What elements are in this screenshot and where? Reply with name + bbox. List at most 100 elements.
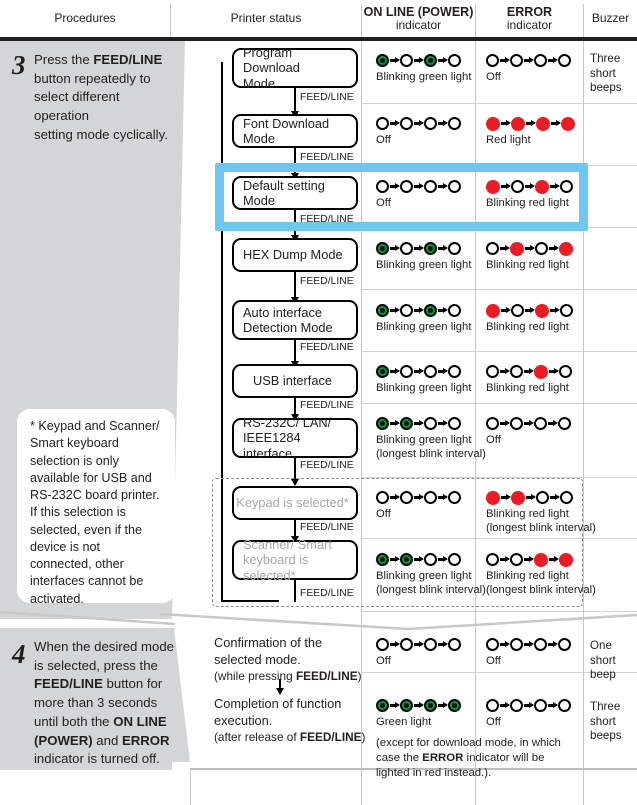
arrow-icon (500, 181, 511, 192)
arrow-icon (437, 554, 448, 565)
led-caption: Blinking green light (longest blink inte… (376, 570, 486, 596)
led-red (535, 179, 549, 194)
led-red (486, 303, 500, 318)
arrow-icon (389, 554, 400, 565)
led-red (510, 241, 524, 256)
led-off (534, 638, 547, 651)
led-green (424, 304, 437, 317)
led-off (448, 417, 461, 430)
online-cell-keypad-is-selected: Off (376, 489, 461, 522)
flow-node-default-setting-mode[interactable]: Default setting Mode (232, 176, 358, 210)
led-caption: Off (486, 71, 501, 83)
flow-arrow-7 (294, 458, 296, 482)
arrow-icon (389, 418, 400, 429)
arrow-icon (389, 243, 400, 254)
row-rule-2 (361, 165, 637, 166)
arrow-icon (389, 366, 400, 377)
led-sequence (376, 415, 486, 432)
bottom-flow-arrowhead (275, 688, 284, 695)
page-fold-divider-left (0, 610, 176, 626)
led-sequence (376, 115, 461, 132)
flow-arrowhead-6 (290, 414, 299, 421)
led-green (376, 699, 389, 712)
arrow-icon (500, 118, 511, 129)
arrow-icon (499, 243, 510, 254)
online-cell-usb-interface: Blinking green light (376, 363, 471, 396)
flow-arrow-label-3: FEED/LINE (300, 214, 354, 225)
arrow-icon (523, 639, 534, 650)
arrow-icon (437, 181, 448, 192)
buzzer-cell-confirmation: One short beep (590, 639, 616, 682)
arrow-icon (413, 181, 424, 192)
led-off (486, 365, 499, 378)
led-sequence (486, 52, 571, 69)
led-off (376, 180, 389, 193)
led-off (511, 304, 524, 317)
header-buzzer: Buzzer (584, 0, 637, 37)
led-caption: Off (376, 197, 391, 209)
header-procedures-label: Procedures (54, 10, 116, 25)
led-off (560, 491, 573, 504)
led-red (534, 552, 548, 567)
led-green (376, 553, 389, 566)
error-cell-hex-dump-mode: Blinking red light (486, 240, 573, 273)
arrow-icon (547, 418, 558, 429)
led-green (376, 242, 389, 255)
arrow-icon (389, 492, 400, 503)
arrow-icon (523, 418, 534, 429)
flow-arrow-label-2: FEED/LINE (300, 152, 354, 163)
header-divider-2 (361, 4, 362, 37)
led-green (400, 417, 413, 430)
led-caption: Blinking green light (376, 71, 472, 83)
led-sequence (486, 551, 596, 568)
flow-node-keypad-is-selected[interactable]: Keypad is selected* (232, 486, 358, 520)
led-sequence (486, 697, 571, 714)
led-off (424, 417, 437, 430)
arrow-icon (413, 492, 424, 503)
arrow-icon (437, 418, 448, 429)
led-caption: Green light (376, 716, 432, 728)
error-cell-scanner-smart-keyboard-is-selected: Blinking red light (longest blink interv… (486, 551, 596, 598)
flow-node-usb-interface[interactable]: USB interface (232, 364, 358, 398)
arrow-icon (524, 243, 535, 254)
led-off (400, 365, 413, 378)
led-red (536, 116, 550, 131)
arrow-icon (524, 305, 535, 316)
led-off (448, 180, 461, 193)
flow-arrowhead-7 (290, 479, 299, 486)
body-divider-left-bottom (190, 770, 191, 805)
led-green (376, 304, 389, 317)
header-procedures: Procedures (0, 0, 170, 37)
led-off (448, 54, 461, 67)
led-off (559, 365, 572, 378)
flow-node-rs232c-lan-ieee1284-interface[interactable]: RS-232C/ LAN/IEEE1284 interface (232, 415, 358, 461)
row-rule-9 (361, 611, 637, 612)
error-cell-keypad-is-selected: Blinking red light (longest blink interv… (486, 489, 596, 536)
arrow-icon (389, 305, 400, 316)
error-cell-usb-interface: Blinking red light (486, 363, 572, 396)
flow-node-font-download-mode[interactable]: Font Download Mode (232, 114, 358, 148)
arrow-icon (550, 118, 561, 129)
led-caption: Blinking red light (longest blink interv… (486, 508, 596, 534)
led-off (424, 553, 437, 566)
error-cell-font-download-mode: Red light (486, 115, 575, 148)
led-off (560, 180, 573, 193)
arrow-icon (437, 366, 448, 377)
body-divider-1 (361, 41, 362, 805)
led-off (400, 491, 413, 504)
arrow-icon (413, 639, 424, 650)
arrow-icon (499, 700, 510, 711)
led-caption: Off (486, 716, 501, 728)
flow-node-hex-dump-mode[interactable]: HEX Dump Mode (232, 238, 358, 272)
flow-arrow-8 (294, 520, 296, 539)
led-off (510, 54, 523, 67)
page-fold-divider (160, 612, 637, 631)
flow-node-label: HEX Dump Mode (243, 247, 343, 263)
arrow-icon (499, 418, 510, 429)
